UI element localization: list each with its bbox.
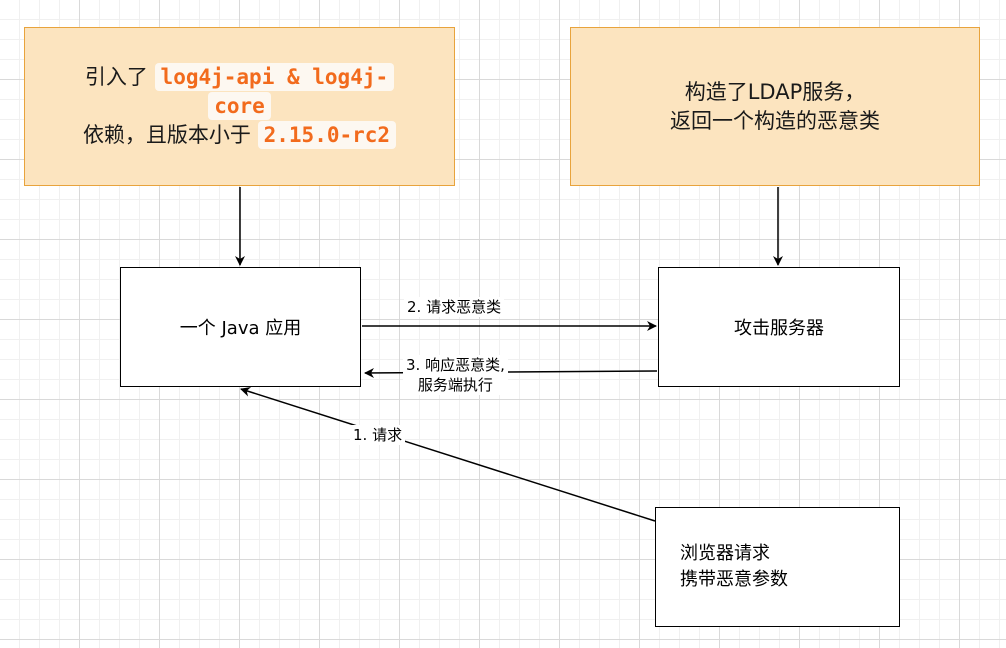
- deps-prefix: 引入了: [84, 65, 148, 89]
- ldap-note-line2: 返回一个构造的恶意类: [670, 108, 880, 133]
- deps-code-api: log4j-api & log4j-: [154, 63, 395, 91]
- edge-label-response-line1: 3. 响应恶意类,: [406, 356, 505, 374]
- ldap-note-line1: 构造了LDAP服务，: [684, 79, 866, 104]
- deps-middle: 依赖，且版本小于: [82, 123, 251, 147]
- ldap-note: 构造了LDAP服务， 返回一个构造的恶意类: [570, 27, 980, 186]
- deps-code-version: 2.15.0-rc2: [257, 121, 397, 149]
- attack-server-label: 攻击服务器: [734, 318, 824, 339]
- browser-label-line2: 携带恶意参数: [680, 569, 788, 590]
- edge-label-response: 3. 响应恶意类, 服务端执行: [403, 355, 508, 395]
- edge-label-request: 1. 请求: [350, 425, 406, 445]
- java-app-label: 一个 Java 应用: [179, 318, 302, 339]
- dependency-note: 引入了 log4j-api & log4j- core 依赖，且版本小于 2.1…: [24, 27, 455, 186]
- deps-code-core: core: [208, 92, 271, 120]
- edge-label-request-class: 2. 请求恶意类: [404, 297, 505, 317]
- edge-browser-to-java: [240, 386, 656, 522]
- browser-label-line1: 浏览器请求: [680, 543, 770, 564]
- java-app-node: 一个 Java 应用: [120, 267, 361, 387]
- attack-server-node: 攻击服务器: [658, 267, 900, 387]
- edge-label-response-line2: 服务端执行: [417, 376, 493, 394]
- browser-node: 浏览器请求 携带恶意参数: [655, 507, 900, 627]
